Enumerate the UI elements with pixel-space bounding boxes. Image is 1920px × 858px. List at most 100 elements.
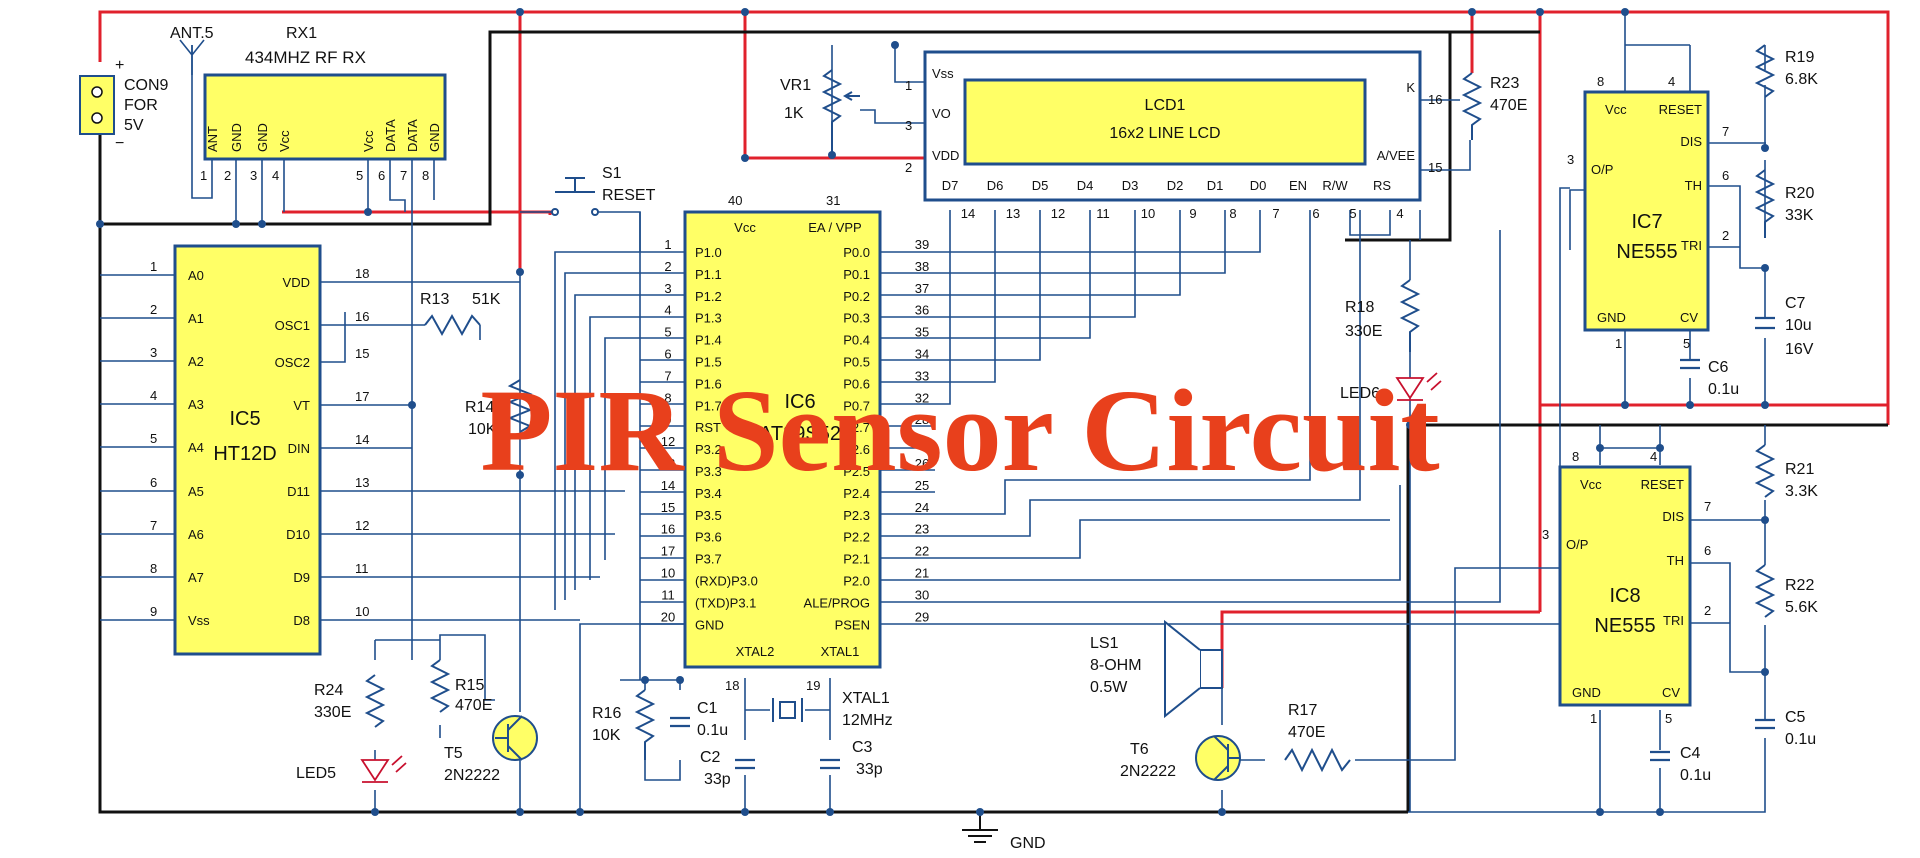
ic7-body: [1583, 90, 1710, 332]
ic5-pin-name: A5: [188, 484, 204, 499]
lcd-pin-number: 12: [1051, 206, 1065, 221]
ic8-pin-number: 5: [1665, 711, 1672, 726]
ic5-pin-name: D11: [287, 484, 310, 499]
ic6-pin-name: P1.5: [695, 355, 722, 370]
con9-for: FOR: [124, 97, 158, 114]
ic5-pin-number: 10: [355, 604, 369, 619]
c2-value: 33p: [704, 771, 731, 788]
junction-dot: [1596, 444, 1604, 452]
junction-dot: [1761, 401, 1769, 409]
ic6-pin-number: 34: [915, 347, 929, 362]
r14-value: 10K: [468, 421, 497, 438]
ic6-pin-number: 32: [915, 390, 929, 405]
led-symbols: [360, 372, 1442, 783]
ic5-pin-number: 15: [355, 346, 369, 361]
ic6-pin-name: P3.4: [695, 486, 722, 501]
lcd-pin-name: VDD: [932, 148, 959, 163]
ic6-pin-number: 38: [915, 259, 929, 274]
lcd-pin-name: D1: [1207, 178, 1224, 193]
junction-dot: [1596, 808, 1604, 816]
r21-value: 3.3K: [1785, 483, 1818, 500]
r19-ref: R19: [1785, 49, 1814, 66]
ic5-body: [173, 244, 322, 656]
ic6-pin-name: P1.1: [695, 267, 722, 282]
ic6-part: AT89S52: [759, 423, 841, 445]
junction-dot: [676, 676, 684, 684]
ic6-pin-number: 1: [664, 237, 671, 252]
ic6-pin-number: 27: [915, 434, 929, 449]
ic6-pin-name: P2.1: [843, 552, 870, 567]
c7-symbol: [1755, 316, 1775, 330]
c3-ref: C3: [852, 739, 873, 756]
ic6-pin-name: P1.2: [695, 289, 722, 304]
lcd-pin-number: 3: [905, 118, 912, 133]
ic5-pin-number: 5: [150, 431, 157, 446]
r15-ref: R15: [455, 677, 484, 694]
vr1-ref: VR1: [780, 77, 811, 94]
r21-symbol: [1754, 444, 1776, 498]
rx1-pin-name: GND: [229, 123, 244, 152]
junction-dot: [641, 676, 649, 684]
ic5-pin-name: D10: [286, 527, 310, 542]
junction-dot: [364, 208, 372, 216]
junction-dot: [576, 808, 584, 816]
lcd-pin-number: 14: [961, 206, 975, 221]
lcd-pin-name: K: [1406, 80, 1415, 95]
ic6-pin-number: 9: [664, 412, 671, 427]
lcd-pin-number: 4: [1396, 206, 1403, 221]
ic5-pin-number: 18: [355, 266, 369, 281]
rx1-pin-name: DATA: [405, 119, 420, 152]
ic7-pin-number: 5: [1683, 336, 1690, 351]
junction-dot: [516, 808, 524, 816]
ic7-pin-name: CV: [1680, 310, 1698, 325]
junction-dot: [891, 41, 899, 49]
r18-symbol: [1399, 279, 1421, 352]
lcd-pin-number: 11: [1096, 206, 1110, 221]
rx1-pin-name: Vcc: [361, 130, 376, 152]
ic6-pin-name: RST: [695, 420, 721, 435]
ic6-pin-name: Vcc: [734, 220, 756, 235]
ic6-pin-name: P2.0: [843, 574, 870, 589]
c1-symbol: [670, 716, 690, 728]
ic6-pin-number: 7: [664, 368, 671, 383]
lcd-pin-name: VO: [932, 106, 951, 121]
ic6-pin-name: P3.6: [695, 530, 722, 545]
title-watermark: PIR Sensor Circuit: [480, 365, 1439, 496]
ic5-pin-name: D8: [293, 613, 310, 628]
r23-symbol: [1461, 72, 1483, 140]
ic5-pin-name: A1: [188, 311, 204, 326]
ic6-pin-name: P2.3: [843, 508, 870, 523]
ic6-pin-number: 3: [664, 281, 671, 296]
lcd-pin-name: D3: [1122, 178, 1139, 193]
ic5-pin-name: Vss: [188, 613, 210, 628]
con9-ref: CON9: [124, 77, 169, 94]
junction-dot: [1218, 808, 1226, 816]
t5-symbol: [492, 715, 538, 761]
c5-value: 0.1u: [1785, 731, 1816, 748]
ic6-pin-number: 40: [728, 193, 742, 208]
junction-dot: [1686, 401, 1694, 409]
led6-ref: LED6: [1340, 385, 1380, 402]
ic8-pin-number: 2: [1704, 603, 1711, 618]
r23-ref: R23: [1490, 75, 1519, 92]
ic6-pin-name: P0.7: [843, 398, 870, 413]
lcd1-screen: [963, 78, 1367, 166]
ic5-pin-name: VT: [293, 398, 310, 413]
r13-value: 51K: [472, 291, 501, 308]
ic5-pin-number: 7: [150, 518, 157, 533]
ic5-pin-name: A3: [188, 397, 204, 412]
con9-plus: +: [115, 57, 124, 74]
ic8-pin-number: 3: [1542, 527, 1549, 542]
ic7-pin-name: DIS: [1680, 134, 1702, 149]
lcd-pin-name: RS: [1373, 178, 1391, 193]
t5-value: 2N2222: [444, 767, 500, 784]
capacitor-symbols: [670, 316, 1775, 770]
ic7-ref: IC7: [1631, 211, 1662, 233]
t6-value: 2N2222: [1120, 763, 1176, 780]
lcd-pin-number: 5: [1349, 206, 1356, 221]
lcd1-display: LCD1 16x2 LINE LCD Vss1VO3VDD2K16A/VEE15…: [905, 66, 1442, 221]
ic6-pin-name: P2.5: [843, 464, 870, 479]
junction-dot: [232, 220, 240, 228]
c5-symbol: [1755, 718, 1775, 730]
